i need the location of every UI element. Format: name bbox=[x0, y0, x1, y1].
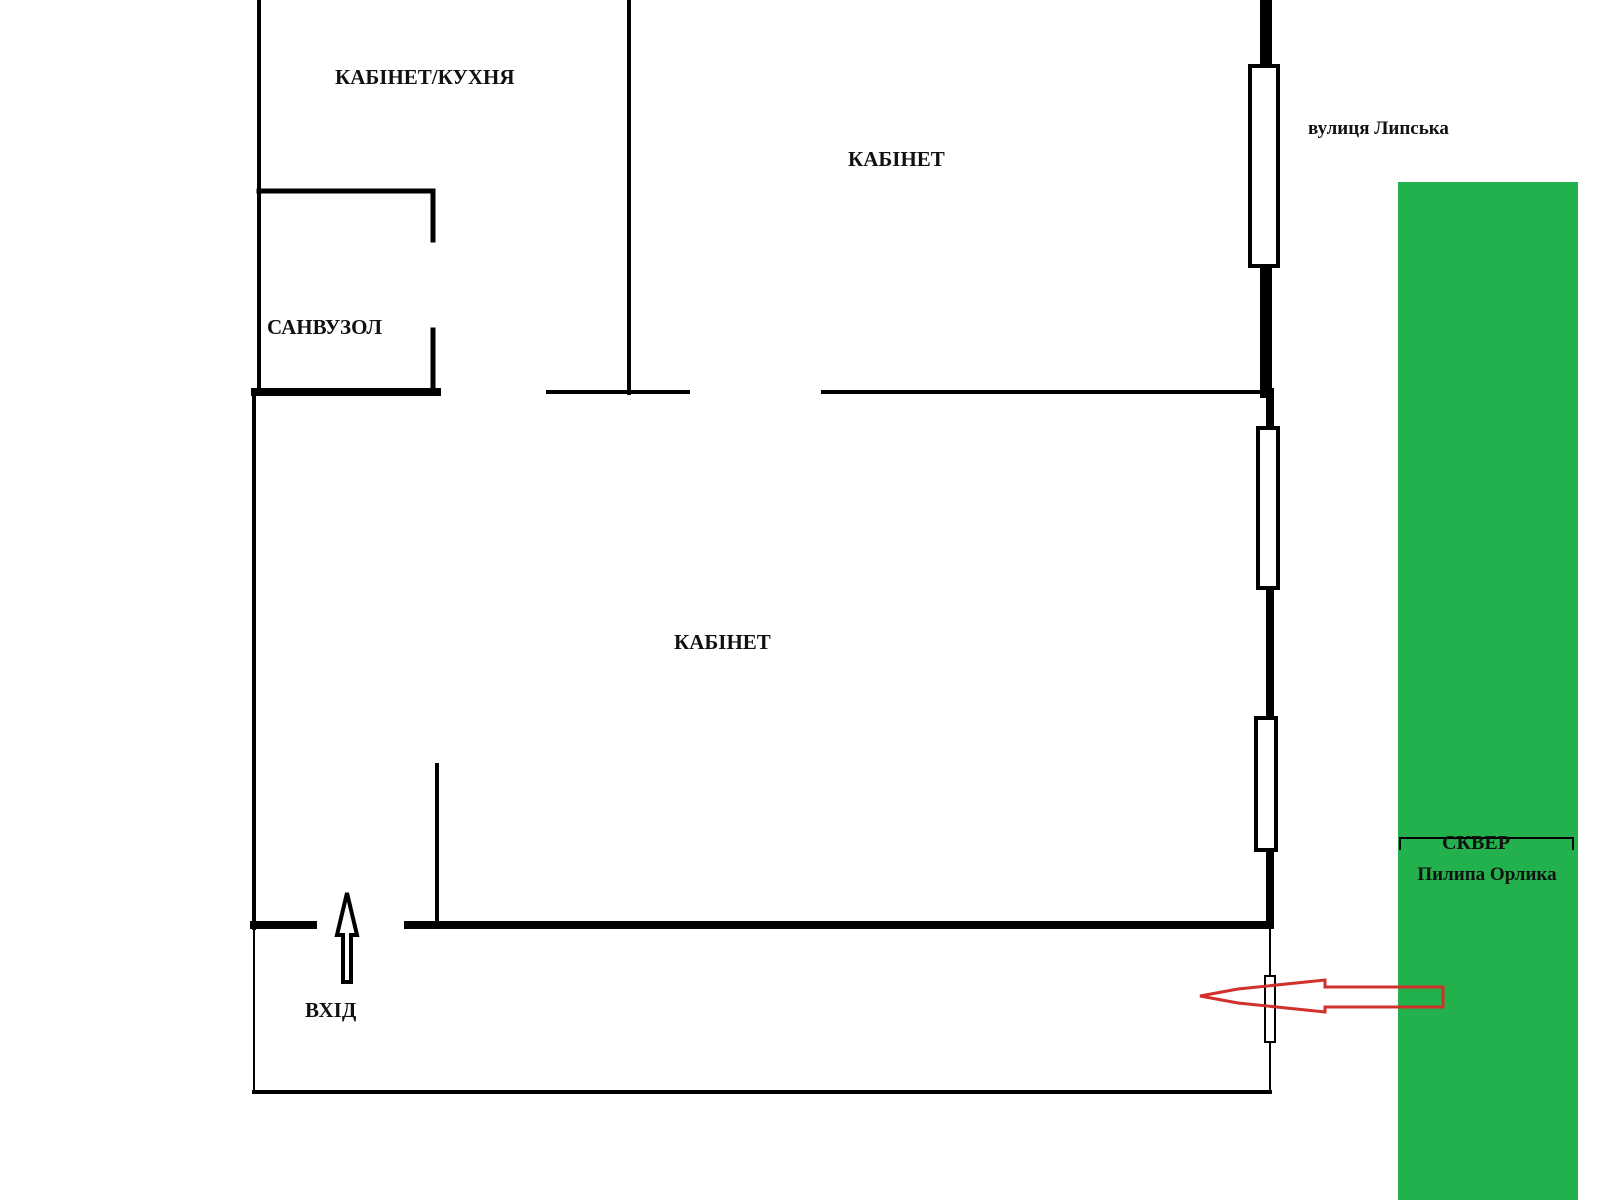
room-label-bathroom: САНВУЗОЛ bbox=[267, 315, 382, 339]
window-bottom bbox=[1254, 716, 1278, 852]
entrance-label: ВХІД bbox=[305, 998, 357, 1022]
entrance-arrow-icon bbox=[334, 892, 360, 984]
windows bbox=[1248, 64, 1280, 1043]
park-area bbox=[1398, 182, 1578, 1200]
window-middle bbox=[1256, 426, 1280, 590]
door-marker-corridor bbox=[1264, 975, 1276, 1043]
street-label: вулиця Липська bbox=[1308, 118, 1449, 139]
room-label-office-top: КАБІНЕТ bbox=[848, 147, 945, 171]
room-label-office-main: КАБІНЕТ bbox=[674, 630, 771, 654]
walls bbox=[250, 0, 1274, 1094]
park-subtitle-label: Пилипа Орлика bbox=[1417, 864, 1557, 885]
park-label: СКВЕР bbox=[1442, 832, 1510, 854]
room-label-office-kitchen: КАБІНЕТ/КУХНЯ bbox=[335, 65, 515, 89]
window-top bbox=[1248, 64, 1280, 268]
park-bracket bbox=[1399, 837, 1574, 850]
red-arrow-icon bbox=[1199, 978, 1445, 1014]
